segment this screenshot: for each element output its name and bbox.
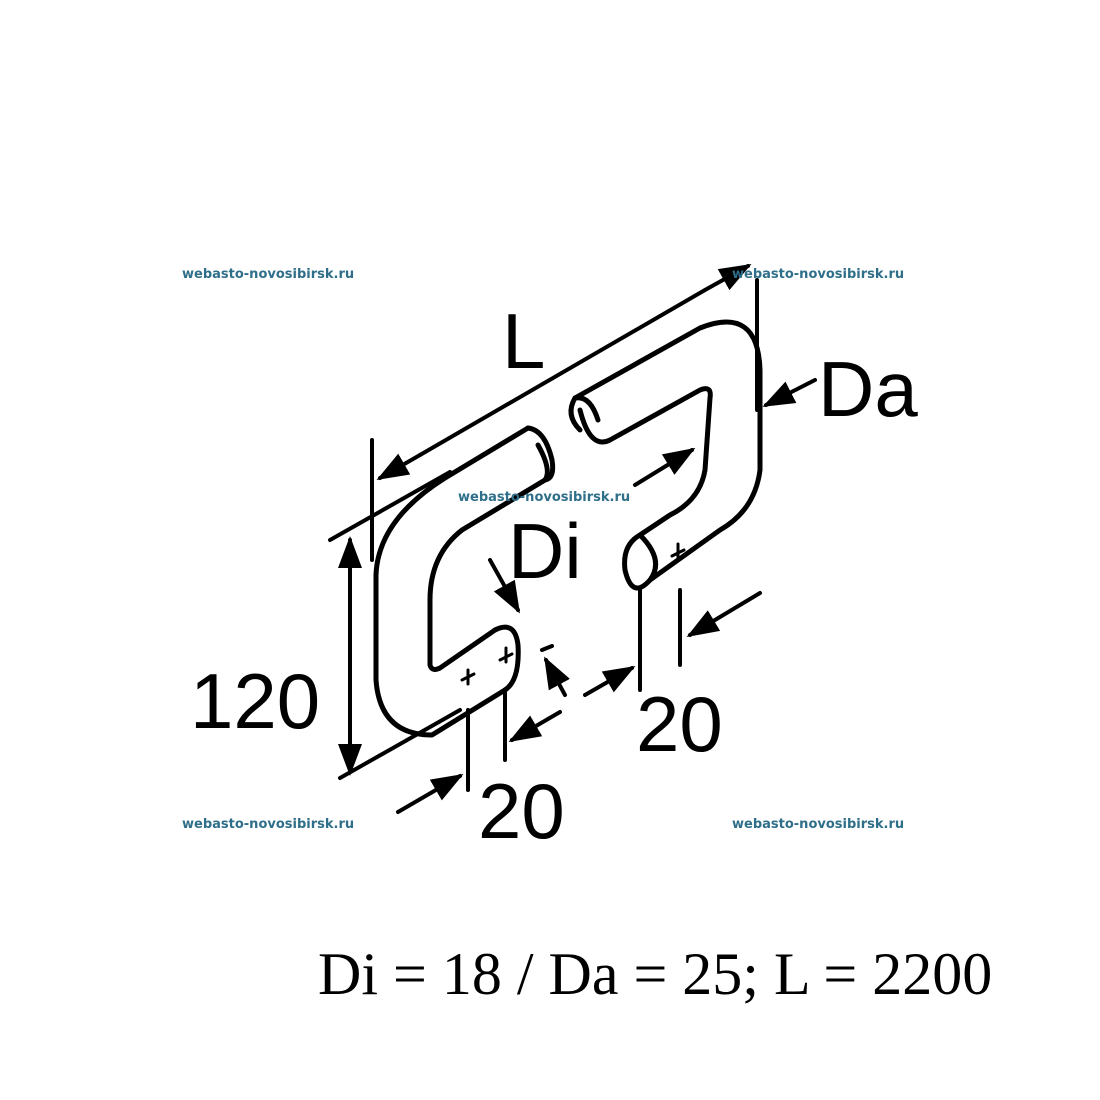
watermark: webasto-novosibirsk.ru (182, 817, 355, 832)
di-arrow (488, 558, 520, 614)
label-outer-diameter: Da (818, 345, 918, 433)
label-inner-diameter: Di (508, 507, 582, 595)
dimension-length (370, 264, 759, 562)
right-pipe-bend (568, 319, 763, 591)
watermark: webasto-novosibirsk.ru (732, 817, 905, 832)
di-tick (540, 644, 554, 652)
inner-arrow (633, 447, 696, 487)
label-height: 120 (190, 657, 321, 745)
di-arrow-lower (544, 656, 570, 697)
label-offset-right: 20 (636, 680, 723, 768)
label-offset-left: 20 (478, 767, 565, 855)
dimension-offset (396, 588, 762, 814)
label-length: L (502, 297, 546, 385)
da-arrow (762, 378, 817, 407)
watermark: webasto-novosibirsk.ru (458, 490, 631, 505)
dimension-height (328, 470, 462, 780)
watermark: webasto-novosibirsk.ru (182, 267, 355, 282)
watermark: webasto-novosibirsk.ru (732, 267, 905, 282)
dimensions-formula: Di = 18 / Da = 25; L = 2200 (318, 941, 993, 1007)
left-pipe-bend (373, 425, 556, 738)
